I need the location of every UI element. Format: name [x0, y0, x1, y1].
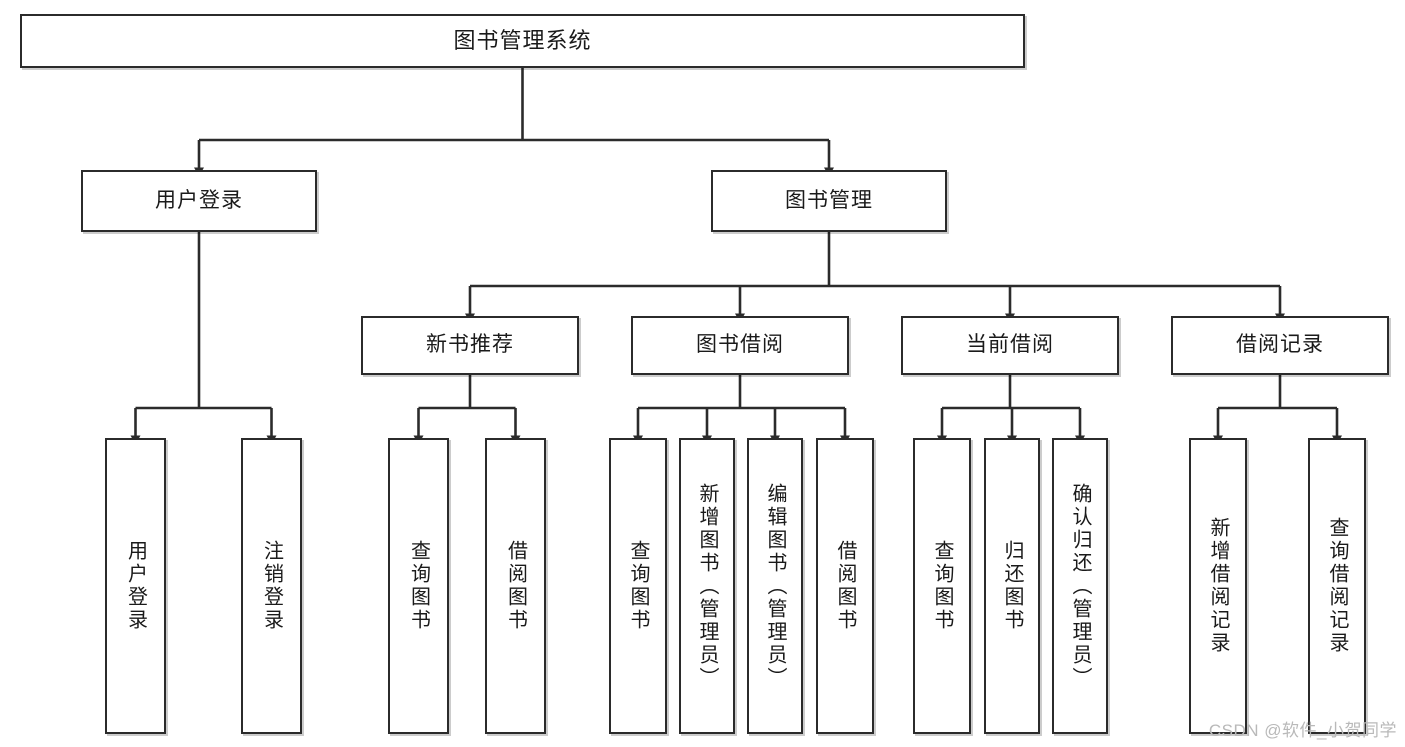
node-leaf-query-book-recommend[interactable]: 查询图书 — [388, 438, 449, 734]
node-label: 编辑图书（管理员） — [764, 482, 786, 690]
node-label: 当前借阅 — [966, 333, 1054, 357]
node-label: 确认归还（管理员） — [1069, 482, 1091, 690]
node-leaf-user-login[interactable]: 用户登录 — [105, 438, 166, 734]
node-label: 图书管理系统 — [453, 28, 592, 54]
node-root[interactable]: 图书管理系统 — [20, 14, 1025, 68]
node-label: 借阅记录 — [1236, 333, 1324, 357]
node-label: 查询图书 — [627, 540, 649, 632]
node-leaf-query-book-current[interactable]: 查询图书 — [913, 438, 971, 734]
node-label: 新书推荐 — [426, 333, 514, 357]
edges-group — [130, 68, 1342, 445]
node-borrow-record[interactable]: 借阅记录 — [1171, 316, 1389, 375]
node-label: 查询图书 — [407, 540, 430, 632]
node-label: 新增借阅记录 — [1207, 517, 1229, 655]
node-label: 新增图书（管理员） — [696, 482, 718, 690]
node-label: 归还图书 — [1001, 540, 1023, 632]
node-label: 用户登录 — [124, 540, 147, 632]
node-label: 图书管理 — [785, 188, 873, 212]
node-leaf-add-borrow-record[interactable]: 新增借阅记录 — [1189, 438, 1247, 734]
node-leaf-confirm-return[interactable]: 确认归还（管理员） — [1052, 438, 1108, 734]
node-label: 查询借阅记录 — [1326, 517, 1348, 655]
node-label: 借阅图书 — [504, 540, 527, 632]
node-book-manage[interactable]: 图书管理 — [711, 170, 947, 232]
node-leaf-query-borrow-record[interactable]: 查询借阅记录 — [1308, 438, 1366, 734]
node-current-borrow[interactable]: 当前借阅 — [901, 316, 1119, 375]
node-user-login[interactable]: 用户登录 — [81, 170, 317, 232]
node-label: 用户登录 — [155, 188, 243, 212]
node-new-book-recommendation[interactable]: 新书推荐 — [361, 316, 579, 375]
node-label: 查询图书 — [931, 540, 953, 632]
node-leaf-logout[interactable]: 注销登录 — [241, 438, 302, 734]
node-book-borrow[interactable]: 图书借阅 — [631, 316, 849, 375]
node-label: 图书借阅 — [696, 333, 784, 357]
node-leaf-return-book[interactable]: 归还图书 — [984, 438, 1040, 734]
node-leaf-add-book[interactable]: 新增图书（管理员） — [679, 438, 735, 734]
node-label: 借阅图书 — [834, 540, 856, 632]
node-leaf-edit-book[interactable]: 编辑图书（管理员） — [747, 438, 803, 734]
node-label: 注销登录 — [260, 540, 283, 632]
node-leaf-query-book-borrow[interactable]: 查询图书 — [609, 438, 667, 734]
watermark-text: CSDN @软件_小贺同学 — [1208, 721, 1397, 740]
node-leaf-borrow-book[interactable]: 借阅图书 — [816, 438, 874, 734]
node-leaf-borrow-book-recommend[interactable]: 借阅图书 — [485, 438, 546, 734]
